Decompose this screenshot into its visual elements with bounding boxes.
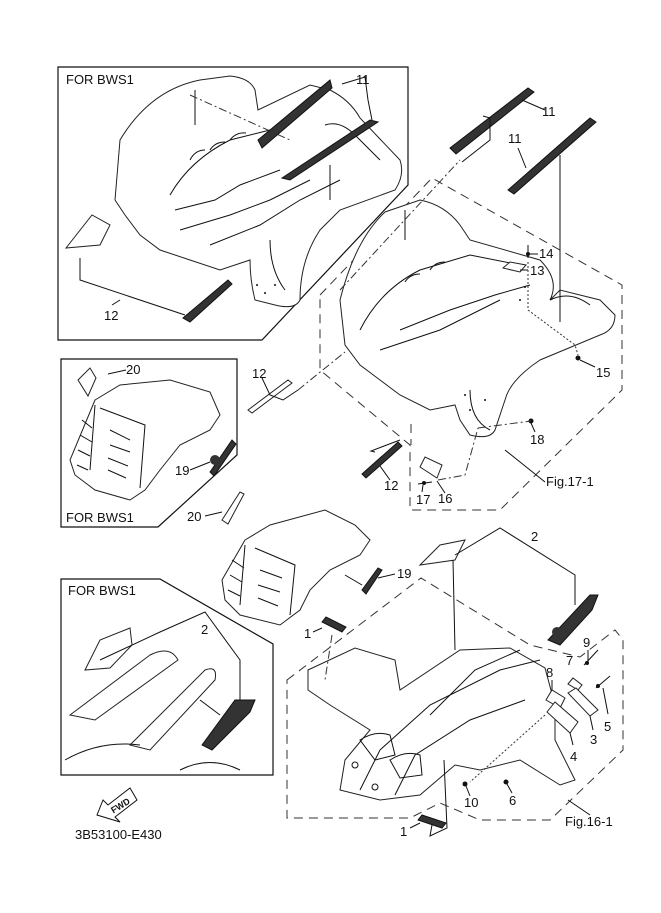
callout-20: 20: [187, 509, 201, 524]
inset-mid-frame: [60, 358, 238, 528]
callout-12-a: 12: [384, 478, 398, 493]
decal-11-inset-b: [280, 119, 380, 181]
part-16-plate: [419, 456, 443, 479]
front-carrier-assembly: 20 19: [187, 491, 411, 626]
decal-19: [361, 567, 383, 595]
callout-11: 11: [356, 72, 370, 87]
decal-11-inset-a: [257, 79, 333, 149]
inset-bottom-frame: [60, 578, 274, 776]
decal-2-inset: [201, 699, 256, 751]
rear-fender-assembly: 11 11 13 14 15 18 16 17 12: [247, 87, 623, 511]
callout-15: 15: [596, 365, 610, 380]
decal-12-rear-a: [361, 441, 403, 479]
callout-17: 17: [416, 492, 430, 507]
decal-11-rear-b: [507, 117, 597, 195]
callout-16: 16: [438, 491, 452, 506]
callout-5: 5: [604, 719, 611, 734]
inset-mid-front-carrier: FOR BWS1 20 19: [60, 358, 238, 528]
callout-12-b: 12: [252, 366, 266, 381]
diagram-code: 3B53100-E430: [75, 827, 162, 842]
decal-20: [221, 491, 245, 525]
inset-top-fender-body: [114, 75, 403, 308]
callout-10: 10: [464, 795, 478, 810]
inset-mid-title: FOR BWS1: [66, 510, 134, 525]
front-fender-group-outline: [286, 577, 624, 821]
callout-19-inset: 19: [175, 463, 189, 478]
inset-bottom-title: FOR BWS1: [68, 583, 136, 598]
callout-4: 4: [570, 749, 577, 764]
decal-2-front-b: [547, 594, 599, 646]
inset-top-title: FOR BWS1: [66, 72, 134, 87]
callout-14: 14: [539, 246, 553, 261]
inset-mid-carrier: [69, 379, 221, 501]
inset-top-rear-fender: FOR BWS1 11 12: [57, 66, 409, 341]
callout-9: 9: [583, 635, 590, 650]
callout-13: 13: [530, 263, 544, 278]
front-fender-body: [307, 647, 576, 801]
callout-11-b: 11: [508, 131, 522, 146]
callout-2-inset: 2: [201, 622, 208, 637]
callout-12: 12: [104, 308, 118, 323]
front-carrier-body: [221, 509, 371, 626]
decal-1-front-a: [321, 616, 347, 633]
callout-7: 7: [566, 653, 573, 668]
part-7-pad: [567, 677, 583, 691]
rear-fender-group-outline: [319, 177, 623, 511]
decal-11-rear-a: [449, 87, 535, 155]
decal-12-inset: [182, 279, 233, 323]
inset-top-frame: [57, 66, 409, 341]
part-3-plate: [567, 687, 599, 717]
decal-19-inset: [209, 439, 237, 477]
callout-20-inset: 20: [126, 362, 140, 377]
inset-bottom-front-fender: FOR BWS1 2: [60, 578, 274, 776]
callout-1-a: 1: [304, 626, 311, 641]
fwd-arrow-icon: FWD: [96, 787, 138, 823]
decal-1-front-b: [417, 814, 447, 829]
decal-2-front-a: [418, 539, 466, 566]
callout-11-a: 11: [542, 104, 556, 119]
fig-ref-17-1: Fig.17-1: [546, 474, 594, 489]
callout-1-b: 1: [400, 824, 407, 839]
decal-12-rear-b: [247, 379, 293, 414]
part-4-plate: [546, 701, 579, 734]
callout-3: 3: [590, 732, 597, 747]
callout-2: 2: [531, 529, 538, 544]
fig-ref-16-1: Fig.16-1: [565, 814, 613, 829]
callout-18: 18: [530, 432, 544, 447]
callout-6: 6: [509, 793, 516, 808]
front-fender-assembly: 2 1 1 9 7 8 5 3 4 10 6: [286, 527, 624, 839]
callout-8: 8: [546, 665, 553, 680]
callout-19: 19: [397, 566, 411, 581]
rear-fender-body: [339, 199, 616, 438]
